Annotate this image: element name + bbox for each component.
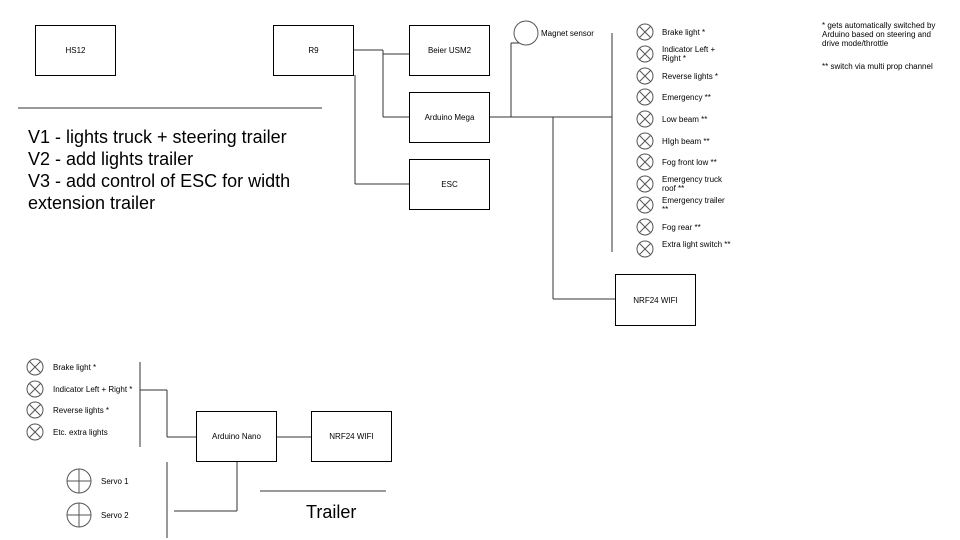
servo-icon [66,502,92,528]
lamp-icon [636,67,654,85]
nrf24-truck-box: NRF24 WIFI [615,274,696,326]
trailer-light-label: Indicator Left + Right * [53,385,133,394]
lamp-icon [636,88,654,106]
arduino-nano-label: Arduino Nano [212,432,261,441]
lamp-icon [636,23,654,41]
sensor-icon [513,20,539,46]
version-item: V1 - lights truck + steering trailer [28,127,287,147]
truck-light-label: HIgh beam ** [662,137,710,146]
esc-box: ESC [409,159,490,210]
footnote-multiprop: ** switch via multi prop channel [822,62,933,71]
lamp-icon [636,218,654,236]
lamp-icon [26,380,44,398]
nrf24-truck-label: NRF24 WIFI [633,295,678,305]
servo-icon [66,468,92,494]
truck-light-label: Indicator Left + Right * [662,45,716,63]
trailer-title: Trailer [306,502,357,522]
nrf24-trailer-label: NRF24 WIFI [329,432,374,441]
lamp-icon [636,132,654,150]
servo-label: Servo 1 [101,477,129,486]
arduino-mega-label: Arduino Mega [424,113,475,122]
lamp-icon [636,196,654,214]
servo-label: Servo 2 [101,511,129,520]
truck-light-label: Brake light * [662,28,706,37]
trailer-light-label: Reverse lights * [53,406,110,415]
trailer-light-label: Etc. extra lights [53,428,108,437]
version-item: V3 - add control of ESC for width extens… [28,171,291,213]
truck-light-label: Extra light switch ** [662,240,731,249]
hs12-box: HS12 [35,25,116,76]
beier-usm2-box: Beier USM2 [409,25,490,76]
esc-label: ESC [441,180,458,189]
r9-box: R9 [273,25,354,76]
truck-light-label: Low beam ** [662,115,708,124]
beier-usm2-label: Beier USM2 [427,46,472,55]
lamp-icon [636,110,654,128]
hs12-label: HS12 [65,46,86,55]
arduino-nano-box: Arduino Nano [196,411,277,462]
lamp-icon [636,240,654,258]
lamp-icon [636,153,654,171]
magnet-sensor-label: Magnet sensor [541,29,594,38]
truck-light-label: Fog front low ** [662,158,717,167]
r9-label: R9 [308,46,319,55]
footnote-auto: * gets automatically switched by Arduino… [822,21,936,48]
truck-light-label: Emergency truck roof ** [662,175,723,193]
truck-light-label: Emergency trailer ** [662,196,725,214]
nrf24-trailer-box: NRF24 WIFI [311,411,392,462]
version-item: V2 - add lights trailer [28,149,194,169]
arduino-mega-box: Arduino Mega [409,92,490,143]
trailer-light-label: Brake light * [53,363,97,372]
lamp-icon [26,423,44,441]
truck-light-label: Reverse lights * [662,72,719,81]
lamp-icon [636,45,654,63]
truck-light-label: Fog rear ** [662,223,701,232]
lamp-icon [26,401,44,419]
lamp-icon [26,358,44,376]
lamp-icon [636,175,654,193]
version-list: V1 - lights truck + steering trailer V2 … [28,126,328,214]
truck-light-label: Emergency ** [662,93,711,102]
